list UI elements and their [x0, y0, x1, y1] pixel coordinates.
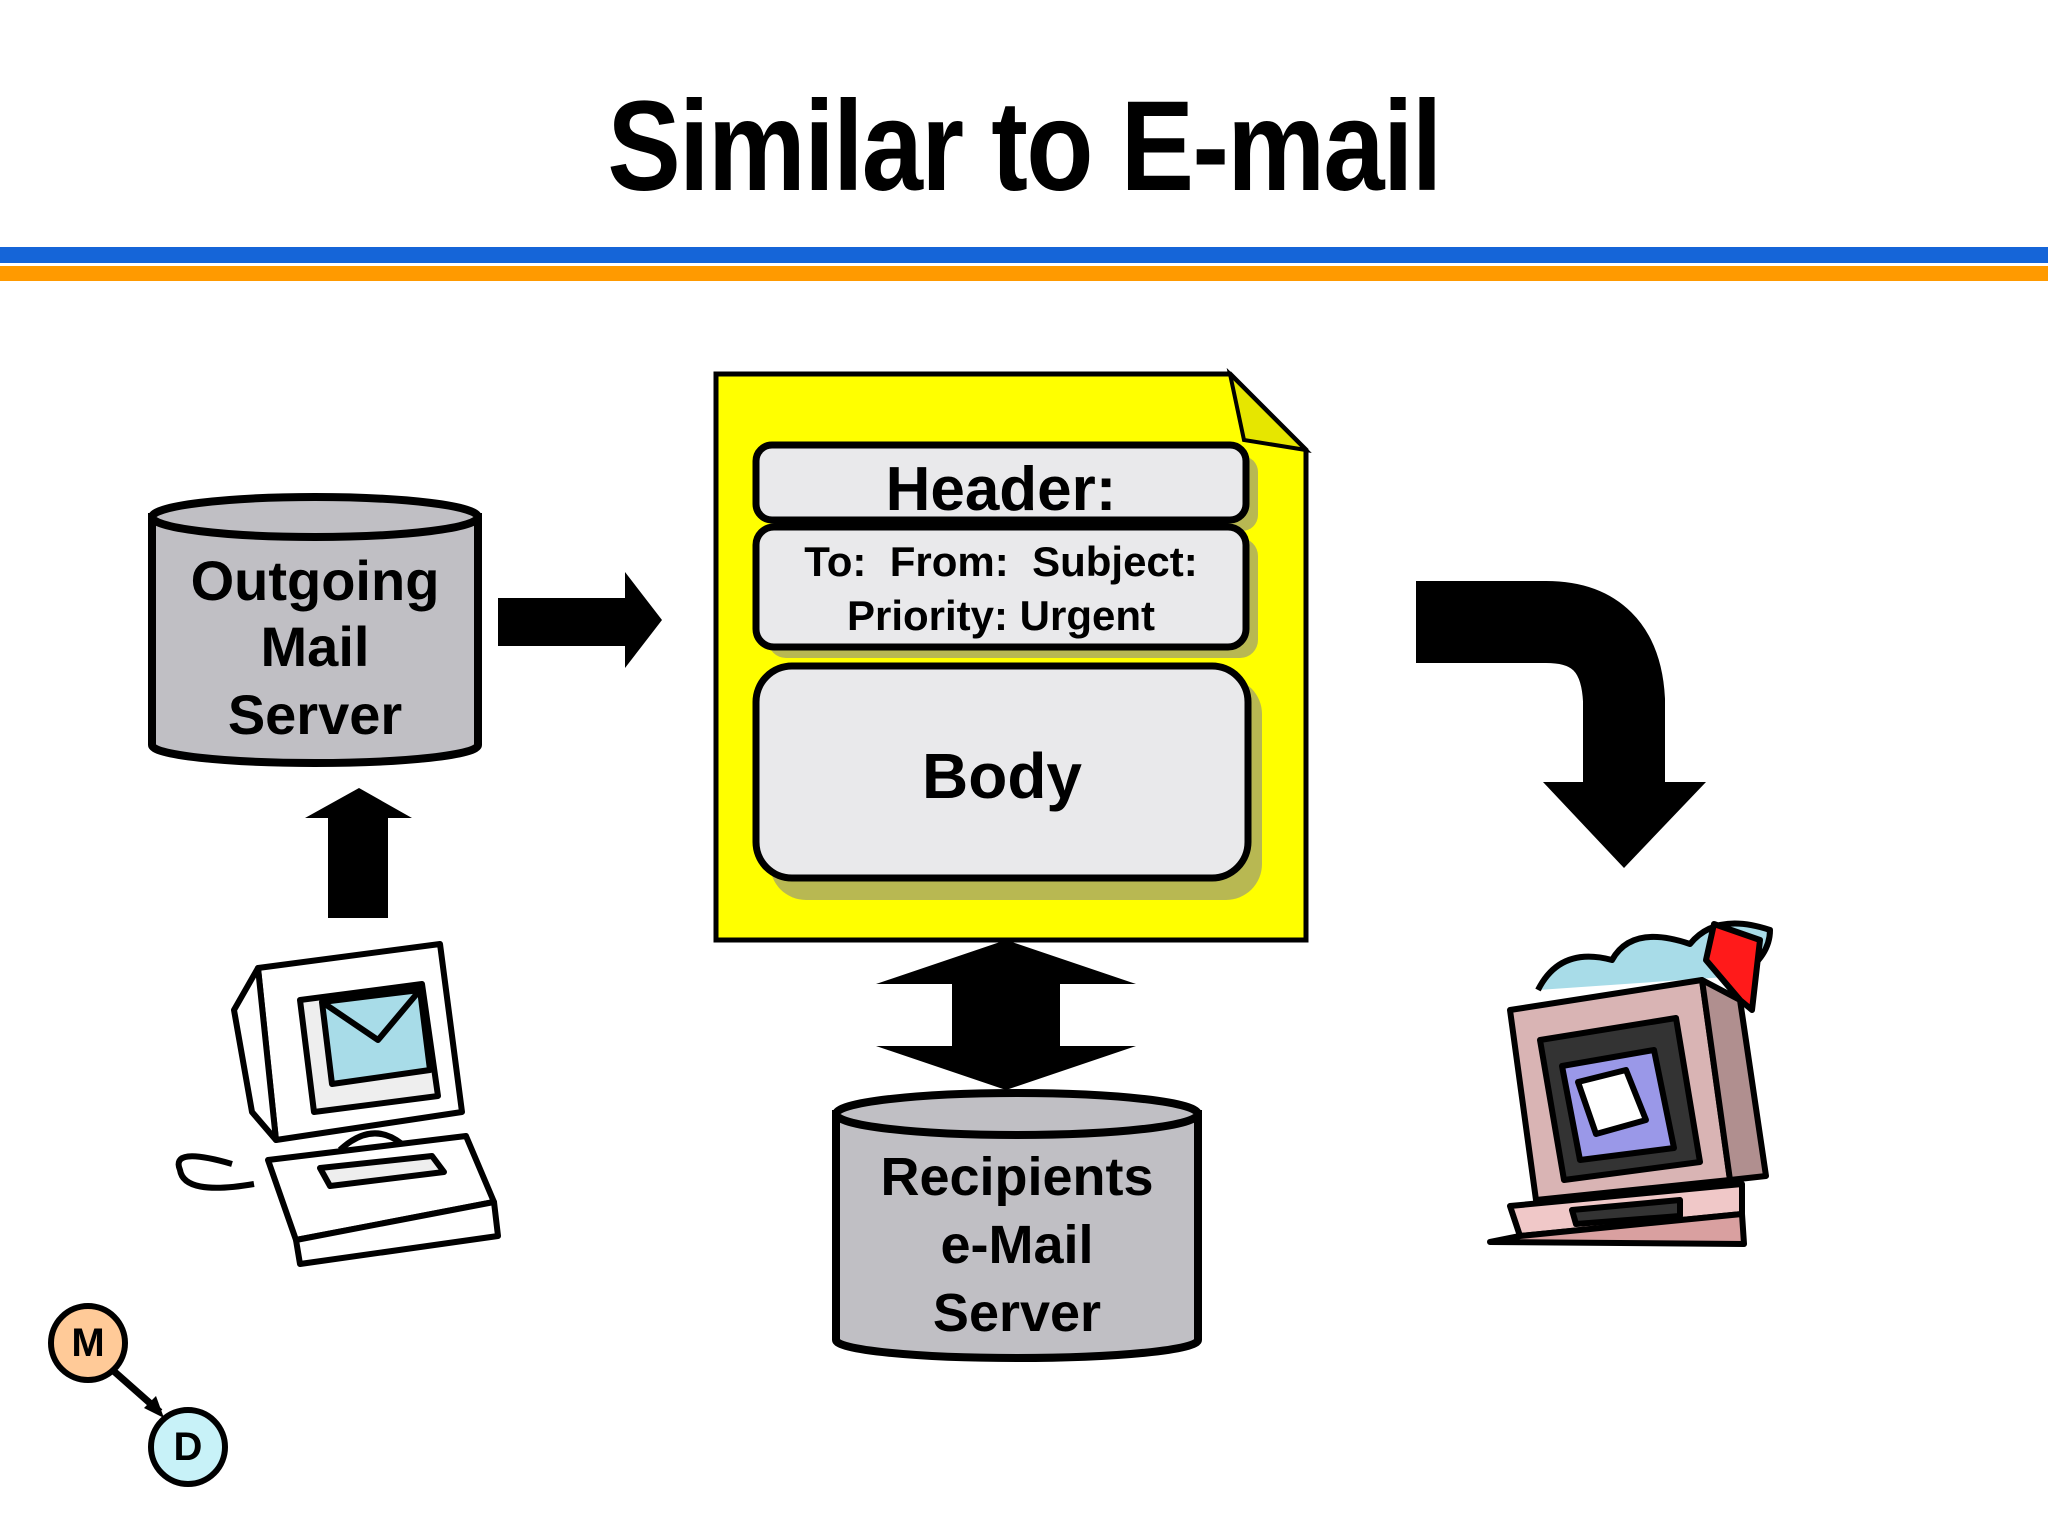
computer-with-envelope-icon: [175, 941, 501, 1267]
arrow-right-icon: [498, 572, 662, 668]
double-arrow-icon: [876, 940, 1136, 1090]
recipient-server-label-line2: e-Mail: [940, 1215, 1094, 1275]
curved-arrow-icon: [1416, 581, 1706, 868]
slide-title: Similar to E-mail: [607, 75, 1442, 218]
outgoing-server-label-line2: Mail: [260, 615, 370, 678]
logo-node-m: M: [71, 1321, 105, 1365]
header-title-label: Header:: [885, 455, 1117, 524]
header-fields-line2: Priority: Urgent: [846, 592, 1156, 639]
header-fields-box: [752, 523, 1250, 651]
header-rule-blue: [0, 247, 2048, 263]
header-fields-line1: To: From: Subject:: [804, 538, 1198, 585]
outgoing-mail-server-cylinder: [148, 493, 482, 767]
recipient-server-label-line1: Recipients: [880, 1147, 1154, 1207]
header-title-box: [752, 441, 1250, 524]
outgoing-server-label-line1: Outgoing: [190, 549, 440, 612]
recipient-server-label-line3: Server: [932, 1283, 1102, 1343]
outgoing-server-label-line3: Server: [227, 683, 403, 746]
logo-node-d: D: [173, 1425, 203, 1469]
arrow-up-icon: [305, 788, 412, 918]
body-box: [752, 662, 1252, 882]
recipients-email-server-cylinder: [832, 1089, 1202, 1362]
header-rule-orange: [0, 266, 2048, 281]
computer-with-mailbox-flag-icon: [1487, 920, 1773, 1247]
md-logo: [48, 1303, 228, 1487]
body-label: Body: [922, 740, 1082, 812]
